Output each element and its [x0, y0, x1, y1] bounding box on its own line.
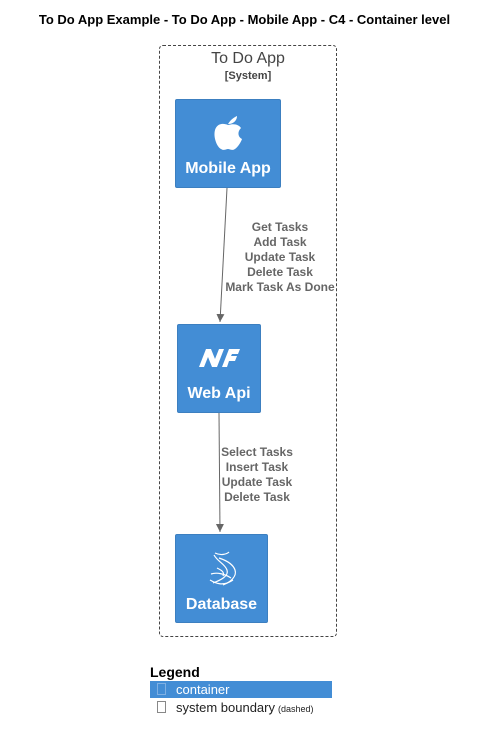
legend-swatch-icon	[157, 701, 166, 713]
container-database[interactable]: Database	[175, 534, 268, 623]
legend-label: container	[176, 682, 230, 697]
edge-label-mobile-webapi: Get Tasks Add Task Update Task Delete Ta…	[222, 220, 338, 295]
container-mobile-app[interactable]: Mobile App	[175, 99, 281, 188]
container-label: Database	[185, 596, 258, 613]
legend-item-container: container	[150, 681, 332, 698]
dotnet-icon	[196, 347, 242, 374]
edge-label-line: Get Tasks	[251, 220, 309, 234]
boundary-name: To Do App	[211, 50, 285, 67]
container-web-api[interactable]: Web Api	[177, 324, 261, 413]
legend-label: system boundary	[176, 700, 275, 715]
edge-label-line: Select Tasks	[221, 445, 293, 459]
edge-label-line: Delete Task	[247, 265, 313, 279]
legend-title: Legend	[150, 664, 200, 680]
container-label: Mobile App	[185, 160, 271, 177]
edge-mobile-to-webapi	[216, 187, 228, 323]
container-label: Web Api	[187, 385, 251, 402]
legend-swatch-icon	[157, 683, 166, 695]
legend-label-wrap: system boundary(dashed)	[176, 700, 314, 715]
apple-icon	[211, 114, 245, 157]
edge-label-line: Mark Task As Done	[225, 280, 335, 294]
diagram-title: To Do App Example - To Do App - Mobile A…	[38, 12, 451, 27]
edge-label-line: Delete Task	[224, 490, 290, 504]
sql-server-icon	[205, 550, 239, 593]
edge-label-line: Add Task	[253, 235, 307, 249]
edge-label-line: Insert Task	[225, 460, 289, 474]
edge-label-line: Update Task	[221, 475, 293, 489]
edge-webapi-to-database	[215, 412, 224, 533]
boundary-type: [System]	[224, 70, 272, 82]
edge-label-webapi-database: Select Tasks Insert Task Update Task Del…	[214, 445, 300, 505]
edge-label-line: Update Task	[244, 250, 316, 264]
system-boundary	[159, 45, 337, 637]
legend-item-system-boundary: system boundary(dashed)	[150, 699, 332, 716]
legend-note: (dashed)	[278, 704, 314, 714]
